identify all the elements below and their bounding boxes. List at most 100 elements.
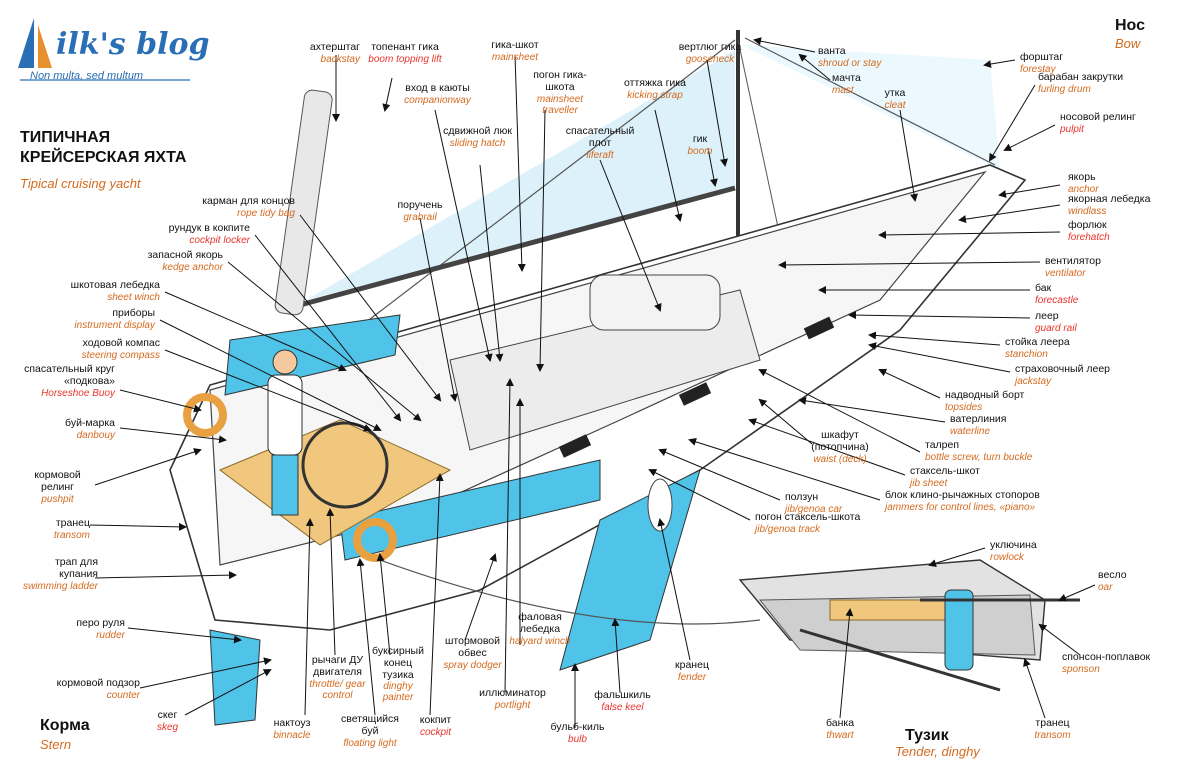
bow-en: Bow	[1115, 36, 1141, 51]
floating-light-buoy	[353, 518, 397, 562]
horseshoe-buoy-shape	[183, 393, 227, 437]
logo-sail-icon	[18, 18, 34, 68]
portlight-3	[803, 316, 835, 340]
rudder-shape	[209, 629, 261, 726]
furled-sail	[274, 89, 333, 316]
portlight-1	[558, 434, 592, 458]
stern-en: Stern	[40, 737, 72, 752]
logo-sail-icon-2	[38, 25, 52, 68]
dinghy-painter-rope	[379, 559, 761, 625]
mainsail-shape	[306, 50, 735, 300]
label-horseshoe-buoy: спасательный круг «подкова»Horseshoe Buo…	[24, 363, 115, 399]
genoa-sail-shape	[742, 45, 1000, 170]
steering-wheel	[301, 421, 389, 509]
pointer-lines	[89, 37, 1096, 728]
helmsman-body	[267, 374, 303, 456]
helmsman-legs	[271, 454, 299, 516]
bow-ru: Нос	[1115, 17, 1146, 34]
label-waist: шкафут (потопчина)waist (deck)	[811, 429, 869, 465]
heading-en: Tipical cruising yacht	[20, 176, 141, 191]
liferaft-shape	[589, 274, 721, 331]
fender-shape	[647, 478, 673, 532]
helmsman-head	[272, 349, 298, 375]
forestay-line	[744, 37, 996, 166]
outboard-motor	[944, 589, 974, 671]
logo-title: ilk's blog	[56, 27, 210, 62]
heading-ru-line2: КРЕЙСЕРСКАЯ ЯХТА	[20, 149, 187, 166]
logo-subtitle: Non multa, sed multum	[30, 70, 144, 82]
stern-ru: Корма	[40, 717, 90, 734]
heading-ru-line1: ТИПИЧНАЯ	[20, 129, 111, 146]
boom-line	[299, 185, 736, 308]
oar-2	[799, 628, 1001, 692]
spray-dodger-shape	[339, 459, 601, 561]
tender-ru: Тузик	[905, 727, 949, 744]
portlight-2	[678, 382, 712, 406]
tender-en: Tender, dinghy	[895, 744, 980, 759]
side-panel-shape	[224, 314, 401, 396]
